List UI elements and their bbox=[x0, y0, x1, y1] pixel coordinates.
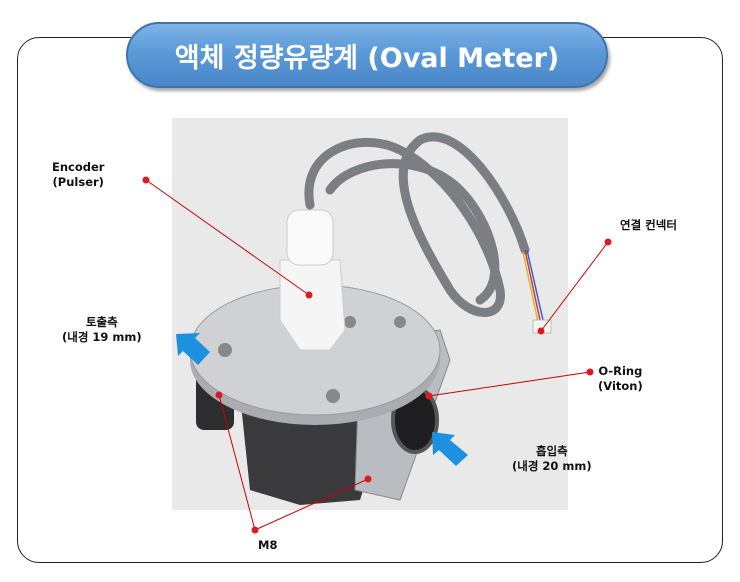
encoder-label-line2: (Pulser) bbox=[52, 175, 104, 189]
outlet-arrow-icon bbox=[176, 333, 210, 365]
m8-label: M8 bbox=[258, 538, 278, 552]
cable bbox=[304, 132, 530, 317]
inlet-label-line1: 흡입측 bbox=[535, 444, 568, 458]
outlet-label: 토출측 (내경 19 mm) bbox=[62, 315, 142, 345]
pointer-dots bbox=[142, 176, 612, 534]
oring-label-line2: (Viton) bbox=[598, 379, 643, 393]
oring-label: O-Ring (Viton) bbox=[598, 364, 643, 394]
inlet-label-line2: (내경 20 mm) bbox=[512, 459, 592, 473]
outlet-label-line2: (내경 19 mm) bbox=[62, 330, 142, 344]
oring-label-line1: O-Ring bbox=[598, 364, 643, 378]
encoder-label-line1: Encoder bbox=[52, 160, 105, 174]
outlet-label-line1: 토출측 bbox=[85, 315, 118, 329]
page-title: 액체 정량유량계 (Oval Meter) bbox=[126, 22, 608, 88]
inlet-arrow-icon bbox=[432, 432, 468, 466]
connector-label: 연결 컨넥터 bbox=[620, 218, 677, 232]
encoder-housing bbox=[279, 259, 346, 351]
pointer-lines bbox=[145, 179, 609, 531]
encoder-label: Encoder (Pulser) bbox=[52, 160, 104, 190]
inlet-label: 흡입측 (내경 20 mm) bbox=[512, 444, 592, 474]
